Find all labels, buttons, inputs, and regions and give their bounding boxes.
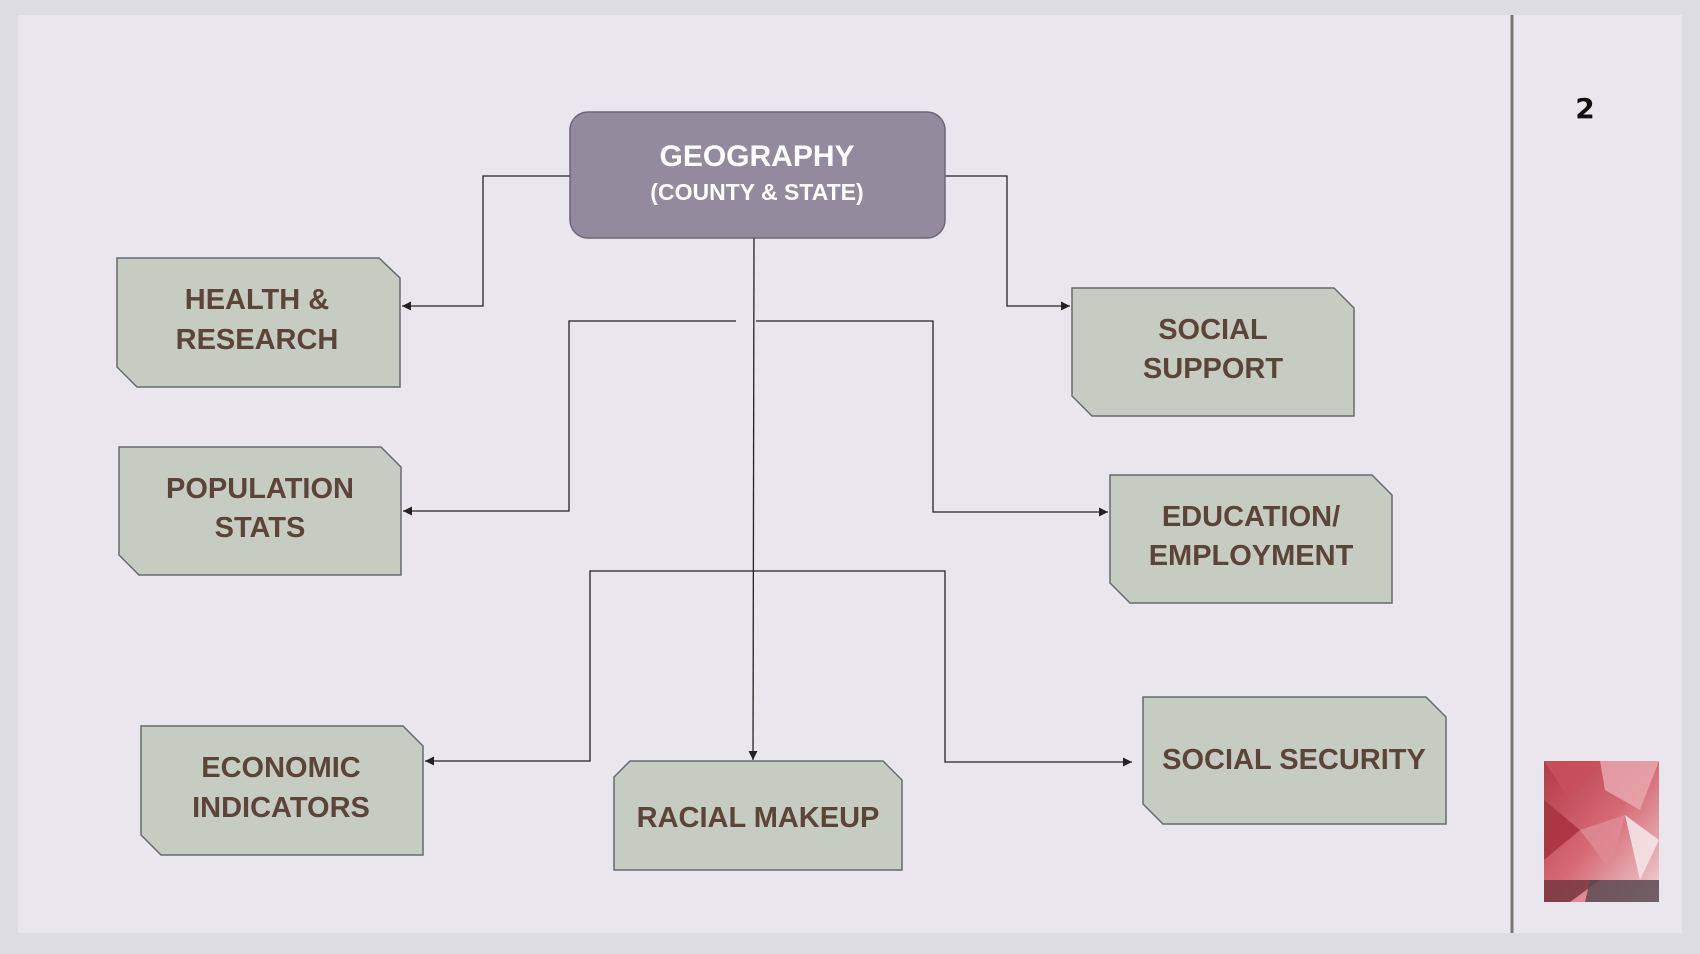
node-population-stats-box <box>118 446 402 576</box>
node-education-employment[interactable]: EDUCATION/ EMPLOYMENT <box>1109 474 1393 604</box>
node-education-employment-line1: EDUCATION/ <box>1162 501 1340 533</box>
node-economic-indicators-line1: ECONOMIC <box>201 752 361 784</box>
node-racial-makeup-box <box>613 760 903 871</box>
connector-population <box>403 320 736 516</box>
node-population-stats-line2: STATS <box>215 512 306 544</box>
node-education-employment-box <box>1109 474 1393 604</box>
node-population-stats[interactable]: POPULATION STATS <box>118 446 402 576</box>
node-social-security-box <box>1142 696 1447 825</box>
node-geography-subtitle: (COUNTY & STATE) <box>650 179 863 205</box>
node-economic-indicators-box <box>140 725 424 856</box>
node-health-research-line2: RESEARCH <box>176 324 339 356</box>
node-population-stats-line1: POPULATION <box>166 473 354 505</box>
node-health-research-box <box>116 257 401 388</box>
node-economic-indicators[interactable]: ECONOMIC INDICATORS <box>140 725 424 856</box>
connector-social-support <box>943 175 1070 311</box>
page-number: 2 <box>1575 92 1595 125</box>
node-social-support-line1: SOCIAL <box>1158 314 1268 346</box>
node-racial-makeup-line1: RACIAL MAKEUP <box>637 802 880 834</box>
connector-education <box>756 320 1108 517</box>
node-social-security[interactable]: SOCIAL SECURITY <box>1142 696 1447 825</box>
connector-economic <box>425 570 753 766</box>
node-education-employment-line2: EMPLOYMENT <box>1149 540 1354 572</box>
node-social-security-line1: SOCIAL SECURITY <box>1162 744 1426 776</box>
connector-health <box>402 175 570 311</box>
node-racial-makeup[interactable]: RACIAL MAKEUP <box>613 760 903 871</box>
geometric-pattern-thumbnail <box>1544 761 1659 902</box>
node-social-support-box <box>1071 287 1355 417</box>
node-social-support[interactable]: SOCIAL SUPPORT <box>1071 287 1355 417</box>
node-geography-title: GEOGRAPHY <box>659 140 854 173</box>
connector-racial <box>748 237 758 761</box>
node-geography-box <box>569 111 946 239</box>
connector-social-security <box>753 570 1132 767</box>
node-social-support-line2: SUPPORT <box>1143 353 1283 385</box>
connectors <box>402 175 1132 767</box>
node-health-research-line1: HEALTH & <box>185 284 330 316</box>
node-geography[interactable]: GEOGRAPHY (COUNTY & STATE) <box>569 111 946 239</box>
node-health-research[interactable]: HEALTH & RESEARCH <box>116 257 401 388</box>
node-economic-indicators-line2: INDICATORS <box>192 792 370 824</box>
